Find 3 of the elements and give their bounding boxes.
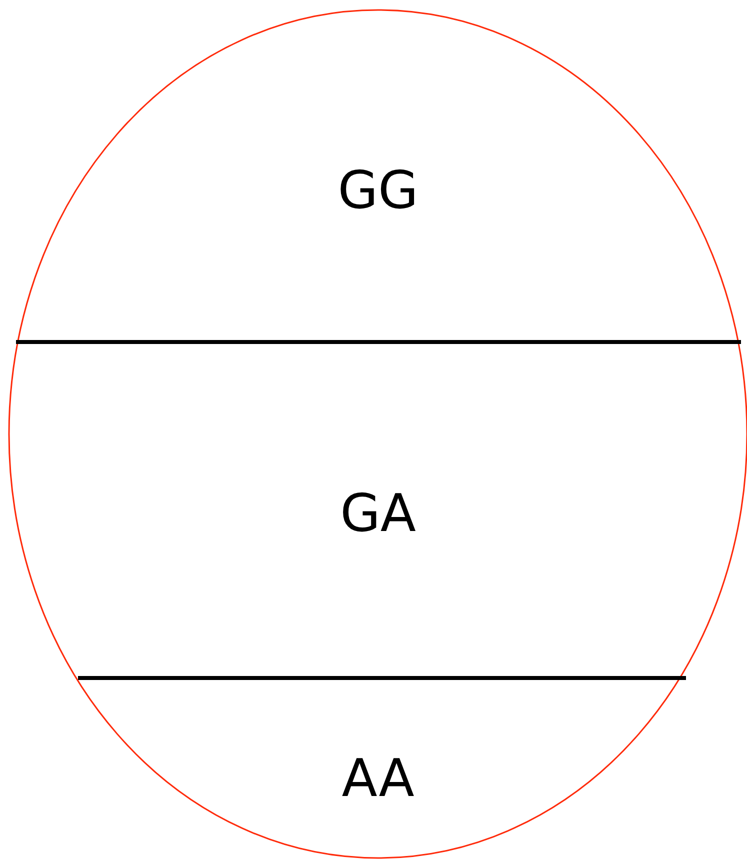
genotype-label: AA — [342, 749, 414, 809]
genotype-label: GG — [338, 161, 418, 221]
genotype-label: GA — [340, 484, 416, 544]
